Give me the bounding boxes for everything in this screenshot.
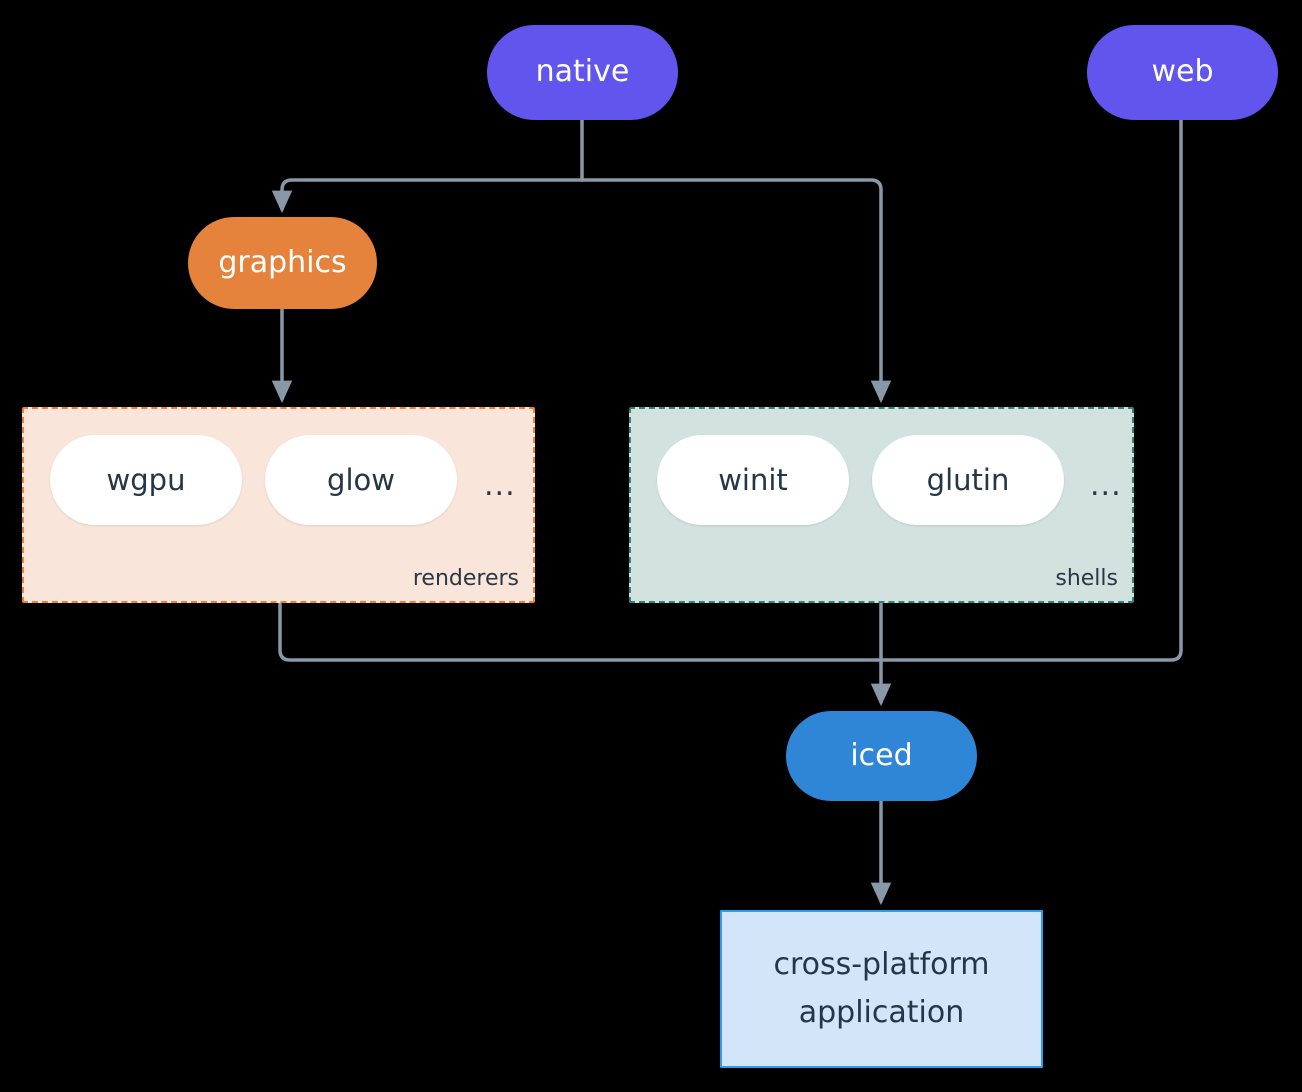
edge-renderers-to-iced (278, 602, 883, 662)
group-renderers: wgpu glow ... renderers (22, 407, 535, 603)
edge-native-to-shells (580, 178, 892, 404)
renderers-more-ellipsis: ... (484, 468, 516, 503)
node-web-label: web (1151, 54, 1214, 90)
chip-glutin[interactable]: glutin (872, 435, 1064, 525)
node-native[interactable]: native (487, 25, 678, 120)
edge-native-to-graphics (271, 178, 584, 214)
group-shells-label: shells (1055, 566, 1118, 591)
node-iced[interactable]: iced (786, 711, 977, 801)
group-renderers-label: renderers (412, 566, 519, 591)
node-web[interactable]: web (1087, 25, 1278, 120)
application-label-line2: application (798, 995, 965, 1030)
chip-wgpu[interactable]: wgpu (50, 435, 242, 525)
node-graphics[interactable]: graphics (188, 217, 377, 309)
node-graphics-label: graphics (218, 244, 347, 280)
chip-glow-label: glow (327, 463, 395, 497)
group-shells: winit glutin ... shells (629, 407, 1134, 603)
node-cross-platform-application[interactable]: cross-platform application (720, 910, 1043, 1068)
node-iced-label: iced (850, 737, 913, 773)
shells-more-ellipsis: ... (1090, 468, 1122, 503)
node-native-label: native (535, 54, 630, 90)
chip-winit[interactable]: winit (657, 435, 849, 525)
chip-glow[interactable]: glow (265, 435, 457, 525)
chip-glutin-label: glutin (926, 463, 1010, 497)
chip-winit-label: winit (718, 463, 788, 497)
application-label-line1: cross-platform (773, 947, 990, 982)
chip-wgpu-label: wgpu (106, 463, 186, 497)
